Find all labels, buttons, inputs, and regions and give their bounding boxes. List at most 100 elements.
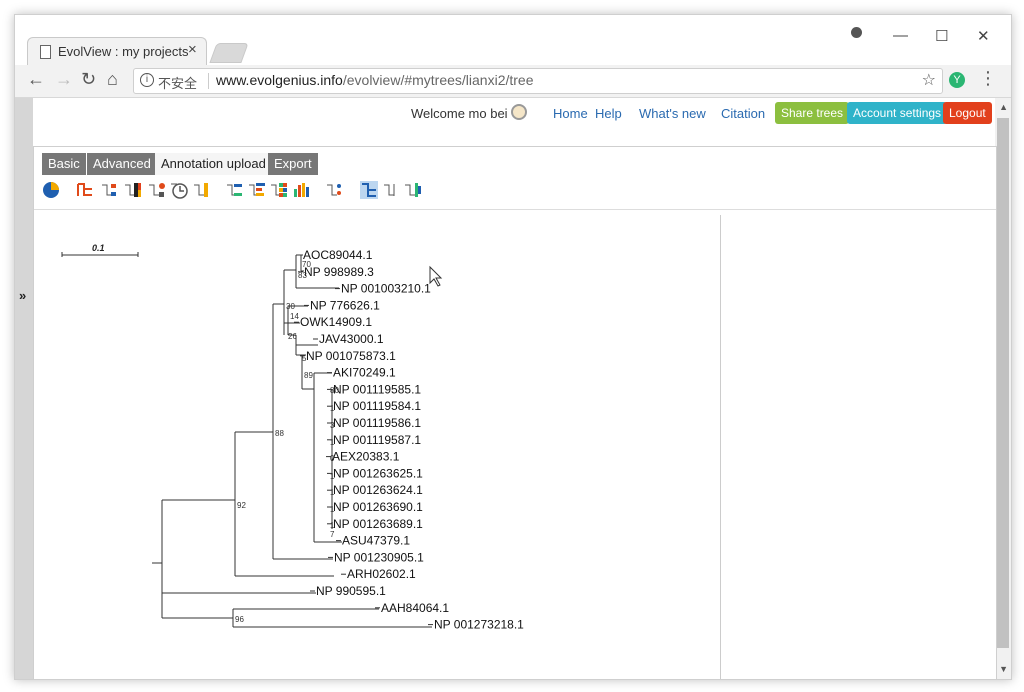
tab-advanced[interactable]: Advanced	[87, 153, 157, 175]
bootstrap-value: 89	[304, 371, 313, 380]
info-icon[interactable]: i	[140, 73, 154, 87]
help-link[interactable]: Help	[595, 106, 622, 121]
bookmark-star-icon[interactable]: ☆	[921, 72, 936, 89]
bootstrap-value: 7	[330, 530, 335, 539]
logout-button[interactable]: Logout	[943, 102, 992, 124]
tree-branches	[61, 252, 432, 628]
leaf-label-color-icon[interactable]	[100, 181, 118, 199]
pie-chart-icon[interactable]	[42, 181, 60, 199]
scale-label: 0.1	[92, 243, 105, 253]
bootstrap-value: 1	[330, 488, 335, 497]
bar-chart-icon[interactable]	[248, 181, 266, 199]
scale-bar	[61, 252, 139, 257]
leaf-label[interactable]: JAV43000.1	[319, 332, 384, 346]
annotation-toolbar	[42, 181, 462, 203]
leaf-label[interactable]: NP 001119584.1	[333, 399, 421, 413]
minimize-button[interactable]: —	[893, 27, 908, 44]
menu-icon[interactable]: ⋮	[979, 68, 997, 88]
whats-new-link[interactable]: What's new	[639, 106, 706, 121]
bootstrap-value: 83	[298, 271, 307, 280]
collapse-icon[interactable]	[360, 181, 378, 199]
leaf-label[interactable]: AEX20383.1	[332, 450, 400, 464]
tree-connect-icon[interactable]	[404, 181, 422, 199]
grouped-bar-icon[interactable]	[292, 181, 310, 199]
reload-icon[interactable]: ↻	[81, 69, 97, 89]
side-panel-toggle-bar[interactable]: »	[15, 98, 33, 679]
citation-link[interactable]: Citation	[721, 106, 766, 121]
scroll-down-icon[interactable]: ▼	[999, 664, 1008, 674]
url-path: /evolview/#mytrees/lianxi2/tree	[342, 72, 534, 88]
account-settings-button[interactable]: Account settings	[847, 102, 948, 124]
bootstrap-value: 3	[330, 421, 335, 430]
leaf-label[interactable]: NP 001263624.1	[333, 483, 423, 497]
browser-tab[interactable]: EvolView : my projects ×	[27, 37, 207, 66]
leaf-label[interactable]: AAH84064.1	[381, 601, 449, 615]
tab-basic[interactable]: Basic	[42, 153, 86, 175]
bootstrap-value: 1	[330, 505, 335, 514]
forward-icon[interactable]: →	[55, 69, 73, 89]
leaf-label[interactable]: NP 001230905.1	[334, 550, 424, 564]
leaf-label[interactable]: NP 776626.1	[310, 298, 380, 312]
leaf-label[interactable]: NP 001273218.1	[434, 618, 524, 632]
back-icon[interactable]: ←	[27, 69, 45, 89]
leaf-label[interactable]: AOC89044.1	[303, 248, 373, 262]
timeline-icon[interactable]	[170, 181, 188, 199]
bootstrap-value: 1	[330, 404, 335, 413]
heatmap-icon[interactable]	[270, 181, 288, 199]
bootstrap-value: 1	[330, 521, 335, 530]
bar-tree-icon[interactable]	[192, 181, 210, 199]
color-strip-icon[interactable]	[124, 181, 142, 199]
address-bar[interactable]: i 不安全 www.evolgenius.info/evolview/#mytr…	[133, 68, 943, 94]
shape-icon[interactable]	[148, 181, 166, 199]
dot-plot-icon[interactable]	[326, 181, 344, 199]
extension-icon[interactable]: Y	[949, 72, 965, 88]
bootstrap-value: 5	[302, 354, 307, 363]
protein-domain-icon[interactable]	[226, 181, 244, 199]
leaf-label[interactable]: AKI70249.1	[333, 366, 396, 380]
bootstrap-value: 26	[288, 332, 297, 341]
phylogenetic-tree: AOC89044.1 NP 998989.3 NP 001003210.1 NP 77…	[61, 243, 524, 632]
leaf-label[interactable]: NP 001119586.1	[333, 416, 421, 430]
leaf-label[interactable]: NP 998989.3	[304, 265, 374, 279]
leaf-label[interactable]: ARH02602.1	[347, 567, 416, 581]
new-tab-button[interactable]	[209, 43, 249, 63]
leaf-label[interactable]: NP 001263689.1	[333, 517, 423, 531]
leaf-label[interactable]: NP 001119587.1	[333, 433, 421, 447]
leaf-label[interactable]: NP 001263690.1	[333, 500, 423, 514]
scroll-up-icon[interactable]: ▲	[999, 102, 1008, 112]
leaf-labels: AOC89044.1 NP 998989.3 NP 001003210.1 NP 77…	[294, 248, 524, 632]
divider	[34, 209, 996, 210]
close-window-button[interactable]: ✕	[977, 28, 990, 45]
leaf-label[interactable]: NP 001119585.1	[333, 382, 421, 396]
home-icon[interactable]: ⌂	[107, 69, 118, 89]
bootstrap-value: 30	[286, 302, 295, 311]
user-avatar-icon[interactable]	[511, 104, 527, 120]
leaf-label[interactable]: OWK14909.1	[300, 315, 372, 329]
insecure-label: 不安全	[158, 76, 198, 91]
align-icon[interactable]	[382, 181, 400, 199]
leaf-label[interactable]: NP 001003210.1	[341, 282, 431, 296]
expand-icon[interactable]: »	[19, 288, 27, 303]
page-scrollbar[interactable]: ▲ ▼	[995, 98, 1011, 679]
bootstrap-value: 88	[275, 429, 284, 438]
account-icon[interactable]	[851, 27, 862, 38]
home-link[interactable]: Home	[553, 106, 588, 121]
share-trees-button[interactable]: Share trees	[775, 102, 850, 124]
url-text[interactable]: www.evolgenius.info/evolview/#mytrees/li…	[216, 72, 534, 88]
maximize-button[interactable]: ☐	[935, 28, 949, 45]
browser-window: EvolView : my projects × — ☐ ✕ ← → ↻ ⌂ i…	[14, 14, 1012, 680]
leaf-label[interactable]: NP 990595.1	[316, 584, 386, 598]
tab-annotation-upload[interactable]: Annotation upload	[155, 153, 272, 175]
branch-color-icon[interactable]	[76, 181, 94, 199]
scroll-thumb[interactable]	[997, 118, 1009, 648]
tab-strip: EvolView : my projects × — ☐ ✕	[15, 15, 1011, 66]
bootstrap-value: 70	[302, 260, 311, 269]
bootstrap-value: 14	[290, 312, 299, 321]
leaf-label[interactable]: NP 001075873.1	[306, 349, 396, 363]
tab-close-icon[interactable]: ×	[188, 41, 197, 58]
leaf-label[interactable]: NP 001263625.1	[333, 466, 423, 480]
leaf-label[interactable]: ASU47379.1	[342, 534, 410, 548]
tab-export[interactable]: Export	[268, 153, 318, 175]
page: » Welcome mo bei Home Help What's new Ci…	[15, 98, 1011, 679]
